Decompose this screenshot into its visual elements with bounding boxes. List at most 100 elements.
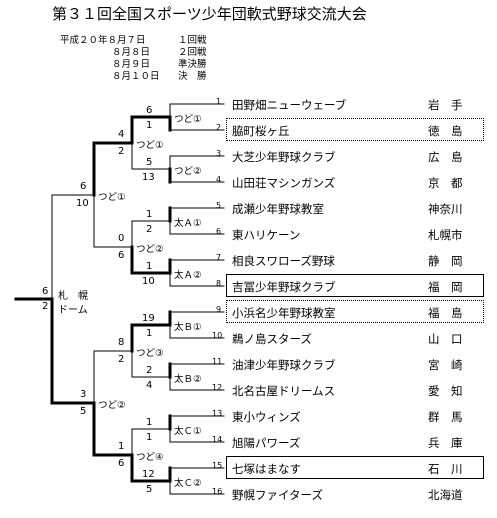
team-name: 成瀬少年野球教室 xyxy=(232,202,324,216)
team-name: 脇町桜ヶ丘 xyxy=(232,124,290,138)
round2-field: つど① xyxy=(136,140,164,151)
schedule-date-1: 平成２０年８月７日 xyxy=(60,35,146,46)
round1-field: 太Ｃ① xyxy=(174,426,202,437)
team-prefecture: 群 馬 xyxy=(428,410,463,424)
page-title: 第３１回全国スポーツ少年団軟式野球交流大会 xyxy=(52,5,367,23)
schedule-round-1: １回戦 xyxy=(178,35,207,46)
final-venue-line1: 札 幌 xyxy=(58,291,88,302)
team-prefecture: 札幌市 xyxy=(428,228,463,242)
team-number: 9 xyxy=(216,305,222,314)
team-number: 1 xyxy=(216,97,222,106)
final-score-bottom: 2 xyxy=(42,301,49,312)
round2-score-top: 4 xyxy=(118,129,125,140)
semi-field: つど② xyxy=(98,400,126,411)
round2-score-top: 1 xyxy=(118,441,125,452)
team-name: 山田荘マシンガンズ xyxy=(232,176,336,190)
team-prefecture: 京 都 xyxy=(428,176,463,190)
team-name: 七塚はまなす xyxy=(232,462,301,476)
round2-field: つど③ xyxy=(136,348,164,359)
team-name: 東小ウィンズ xyxy=(232,410,301,424)
final-score-top: 6 xyxy=(42,286,49,297)
final-venue-line2: ドーム xyxy=(58,305,88,316)
team-prefecture: 石 川 xyxy=(428,462,463,476)
team-prefecture: 兵 庫 xyxy=(428,436,463,450)
team-name: 小浜名少年野球教室 xyxy=(232,306,336,320)
round1-score-bottom: 5 xyxy=(146,484,153,495)
round1-score-top: 2 xyxy=(146,365,153,376)
round2-score-bottom: 6 xyxy=(118,458,125,469)
team-name: 相良スワローズ野球 xyxy=(232,254,335,268)
round1-score-top: 1 xyxy=(146,261,153,272)
round2-score-top: 0 xyxy=(118,233,125,244)
semi-score-bottom: 5 xyxy=(80,406,87,417)
round2-score-bottom: 2 xyxy=(118,146,125,157)
round1-field: 太Ａ① xyxy=(174,218,202,229)
round1-field: 太Ａ② xyxy=(174,270,202,281)
round1-score-bottom: 1 xyxy=(146,432,153,443)
team-name: 大芝少年野球クラブ xyxy=(232,150,336,164)
schedule-date-4: ８月１０日 xyxy=(112,71,160,82)
team-prefecture: 神奈川 xyxy=(428,202,463,216)
team-box-9 xyxy=(226,300,484,323)
semi-score-top: 6 xyxy=(80,181,87,192)
team-prefecture: 宮 崎 xyxy=(428,358,463,372)
round1-field: つど② xyxy=(174,166,202,177)
schedule-round-4: 決 勝 xyxy=(178,71,207,82)
round1-score-top: 12 xyxy=(142,469,155,480)
team-name: 田野畑ニューウェーブ xyxy=(232,98,347,112)
team-prefecture: 福 島 xyxy=(428,306,463,320)
schedule-date-3: ８月９日 xyxy=(112,59,151,70)
team-number: 15 xyxy=(212,461,223,470)
round2-field: つど④ xyxy=(136,452,164,463)
round2-score-bottom: 2 xyxy=(118,354,125,365)
round1-field: 太Ｂ② xyxy=(174,374,202,385)
team-number: 7 xyxy=(216,253,222,262)
round1-score-top: 1 xyxy=(146,209,153,220)
team-number: 16 xyxy=(212,487,223,496)
round1-field: 太Ｃ② xyxy=(174,478,202,489)
semi-field: つど① xyxy=(98,192,126,203)
team-prefecture: 北海道 xyxy=(428,488,463,502)
team-number: 11 xyxy=(212,357,223,366)
round1-score-bottom: 13 xyxy=(142,172,155,183)
round1-score-bottom: 1 xyxy=(146,120,153,131)
team-name: 吉冨少年野球クラブ xyxy=(232,280,336,294)
team-box-15 xyxy=(226,456,484,479)
round1-score-bottom: 2 xyxy=(146,224,153,235)
team-number: 8 xyxy=(216,279,222,288)
team-name: 鵜ノ島スターズ xyxy=(232,332,312,346)
team-prefecture: 山 口 xyxy=(428,332,463,346)
team-number: 12 xyxy=(212,383,223,392)
round1-score-top: 6 xyxy=(146,105,153,116)
team-number: 6 xyxy=(216,227,222,236)
team-number: 5 xyxy=(216,201,222,210)
round2-field: つど② xyxy=(136,244,164,255)
team-prefecture: 岩 手 xyxy=(428,98,463,112)
round1-score-top: 1 xyxy=(146,417,153,428)
team-number: 2 xyxy=(216,123,222,132)
round1-score-bottom: 4 xyxy=(146,380,153,391)
team-box-2 xyxy=(226,118,484,141)
team-name: 北名古屋ドリームス xyxy=(232,384,336,398)
round2-score-bottom: 6 xyxy=(118,250,125,261)
team-prefecture: 愛 知 xyxy=(428,384,463,398)
semi-score-top: 3 xyxy=(80,389,87,400)
round1-score-bottom: 10 xyxy=(142,276,155,287)
team-name: 野幌ファイターズ xyxy=(232,488,323,502)
semi-score-bottom: 10 xyxy=(76,198,89,209)
team-prefecture: 徳 島 xyxy=(428,124,463,138)
round1-score-top: 5 xyxy=(146,157,153,168)
team-prefecture: 福 岡 xyxy=(428,280,463,294)
team-prefecture: 広 島 xyxy=(428,150,463,164)
team-name: 東ハリケーン xyxy=(232,228,301,242)
round1-score-bottom: 1 xyxy=(146,328,153,339)
round2-score-top: 8 xyxy=(118,337,125,348)
team-number: 3 xyxy=(216,149,222,158)
schedule-date-2: ８月８日 xyxy=(112,47,151,58)
team-box-8 xyxy=(226,274,484,297)
team-number: 4 xyxy=(216,175,222,184)
team-prefecture: 静 岡 xyxy=(428,254,463,268)
schedule-round-2: ２回戦 xyxy=(178,47,207,58)
team-number: 10 xyxy=(212,331,223,340)
